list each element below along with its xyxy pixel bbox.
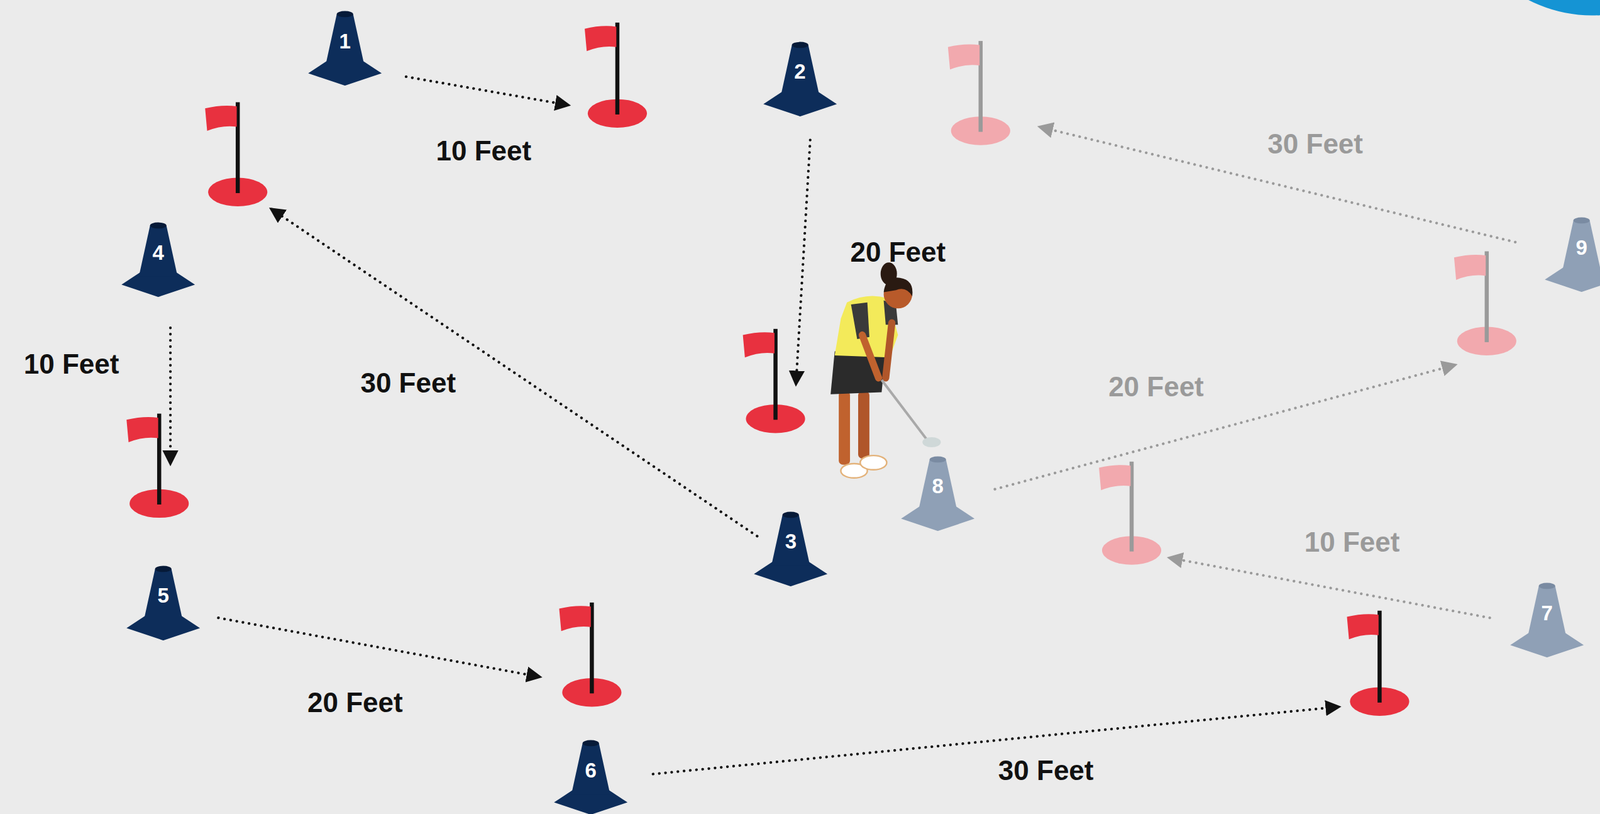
numbered-cone: 9 bbox=[1542, 216, 1600, 292]
numbered-cone: 2 bbox=[761, 40, 839, 117]
cone-number: 9 bbox=[1542, 237, 1600, 258]
dotted-arrow bbox=[169, 327, 172, 464]
numbered-cone: 1 bbox=[306, 10, 384, 86]
distance-label: 20 Feet bbox=[1108, 372, 1204, 401]
flag-cloth bbox=[1098, 464, 1131, 490]
putter-head bbox=[922, 436, 941, 447]
dotted-arrow bbox=[653, 706, 1340, 774]
cone-top bbox=[1539, 582, 1556, 590]
flag-cloth bbox=[948, 44, 980, 70]
flag-faded bbox=[948, 40, 1011, 146]
cone-top bbox=[929, 456, 947, 463]
dotted-arrow-faded bbox=[995, 364, 1457, 490]
flag bbox=[584, 22, 647, 128]
flag bbox=[204, 102, 268, 207]
flag bbox=[743, 328, 806, 434]
flag-cloth bbox=[126, 416, 158, 442]
cone-number: 8 bbox=[899, 475, 977, 497]
dotted-arrow bbox=[218, 617, 541, 677]
cone-top bbox=[782, 511, 800, 518]
cone-number: 7 bbox=[1508, 602, 1586, 624]
dotted-arrow-faded bbox=[1038, 126, 1516, 242]
cone-number: 3 bbox=[751, 530, 830, 552]
hair bbox=[883, 277, 913, 297]
distance-label: 20 Feet bbox=[849, 238, 946, 266]
leg bbox=[838, 391, 850, 465]
golfer bbox=[830, 262, 941, 478]
shoe bbox=[860, 455, 887, 470]
flag-cloth bbox=[1346, 613, 1379, 639]
arm bbox=[862, 335, 879, 378]
flag-cloth bbox=[558, 605, 591, 631]
cone-number: 6 bbox=[551, 759, 630, 781]
cone-top bbox=[336, 11, 354, 18]
distance-label: 20 Feet bbox=[307, 688, 403, 717]
distance-label: 30 Feet bbox=[1267, 130, 1363, 158]
cone-number: 4 bbox=[119, 242, 197, 263]
numbered-cone: 7 bbox=[1508, 581, 1586, 657]
dotted-arrow bbox=[795, 140, 811, 386]
dotted-arrow-faded bbox=[1168, 557, 1490, 618]
cone-number: 5 bbox=[124, 584, 202, 606]
flag-cloth bbox=[204, 105, 237, 131]
distance-label: 10 Feet bbox=[436, 137, 532, 165]
numbered-cone: 8 bbox=[899, 455, 977, 531]
numbered-cone: 3 bbox=[751, 510, 830, 586]
numbered-cone: 6 bbox=[551, 738, 630, 814]
putter-shaft bbox=[881, 379, 927, 439]
corner-circle bbox=[1454, 0, 1600, 16]
dotted-arrow bbox=[270, 208, 757, 536]
dotted-arrow bbox=[406, 76, 570, 105]
flag-cloth bbox=[1454, 254, 1486, 280]
cone-top bbox=[150, 222, 167, 229]
numbered-cone: 4 bbox=[119, 221, 197, 297]
arm bbox=[885, 322, 893, 378]
distance-label: 10 Feet bbox=[23, 350, 120, 378]
cone-top bbox=[1573, 217, 1590, 224]
distance-label: 30 Feet bbox=[360, 369, 456, 397]
cone-number: 2 bbox=[761, 60, 839, 82]
distance-label: 10 Feet bbox=[1304, 528, 1401, 556]
flag-cloth bbox=[584, 25, 617, 51]
flag bbox=[126, 413, 189, 519]
distance-label: 30 Feet bbox=[998, 756, 1094, 784]
flag bbox=[558, 602, 622, 707]
cone-top bbox=[155, 565, 172, 572]
cone-top bbox=[582, 739, 600, 747]
flag bbox=[1346, 610, 1409, 716]
flag-faded bbox=[1454, 250, 1517, 356]
arrows bbox=[170, 76, 1516, 774]
numbered-cone: 5 bbox=[124, 564, 202, 640]
leg bbox=[858, 391, 870, 459]
cone-shape bbox=[1542, 216, 1600, 292]
cone-top bbox=[792, 42, 809, 49]
flag-cloth bbox=[743, 331, 775, 358]
cone-number: 1 bbox=[306, 30, 384, 52]
flag-faded bbox=[1098, 461, 1162, 565]
